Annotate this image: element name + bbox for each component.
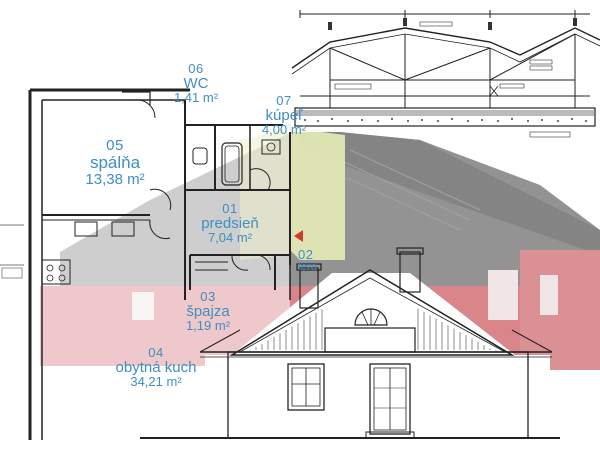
room-number: 04 <box>148 345 164 360</box>
room-number: 01 <box>222 201 238 216</box>
room-label-bathroom: 07 kúpeľ 4,00 m² <box>252 94 316 137</box>
room-name: spálňa <box>89 152 141 172</box>
elevation-backdrop <box>205 273 550 440</box>
room-label-bedroom: 05 spálňa 13,38 m² <box>70 138 160 187</box>
photo-window <box>488 270 518 320</box>
room-number: 06 <box>188 61 204 76</box>
room-label-living-kitchen: 04 obytná kuch 34,21 m² <box>96 346 216 389</box>
room-name: obytná kuch <box>115 358 197 376</box>
room-area: 13,38 m² <box>85 170 145 188</box>
room-name: kúpeľ <box>265 106 303 124</box>
photo-wall-right <box>520 250 600 370</box>
room-label-pantry: 03 špajza 1,19 m² <box>178 290 238 333</box>
room-area: 7,04 m² <box>207 230 253 246</box>
entrance-arrow-icon <box>294 230 303 242</box>
room-label-hallway: 01 predsieň 7,04 m² <box>192 202 268 245</box>
room-label-terrace: 02 tera <box>298 248 342 273</box>
photo-window <box>540 275 558 315</box>
room-number: 05 <box>106 137 124 154</box>
front-elevation <box>140 247 560 440</box>
room-name: tera <box>298 260 317 273</box>
plan-highlight <box>290 128 345 260</box>
section-insulation <box>296 110 594 122</box>
room-number: 03 <box>200 289 216 304</box>
plan-highlight-soft <box>240 128 290 260</box>
room-name: predsieň <box>201 214 259 232</box>
room-number: 02 <box>298 247 314 262</box>
room-number: 07 <box>276 93 292 108</box>
photo-roof-shadow <box>300 128 600 255</box>
section-drawing <box>283 0 600 138</box>
room-area: 1,19 m² <box>185 318 231 334</box>
room-area: 4,00 m² <box>261 122 307 138</box>
room-label-wc: 06 WC 1,41 m² <box>166 62 226 105</box>
room-name: špajza <box>186 302 230 320</box>
room-area: 34,21 m² <box>130 374 182 390</box>
room-area: 1,41 m² <box>173 90 219 106</box>
room-name: WC <box>183 74 209 92</box>
